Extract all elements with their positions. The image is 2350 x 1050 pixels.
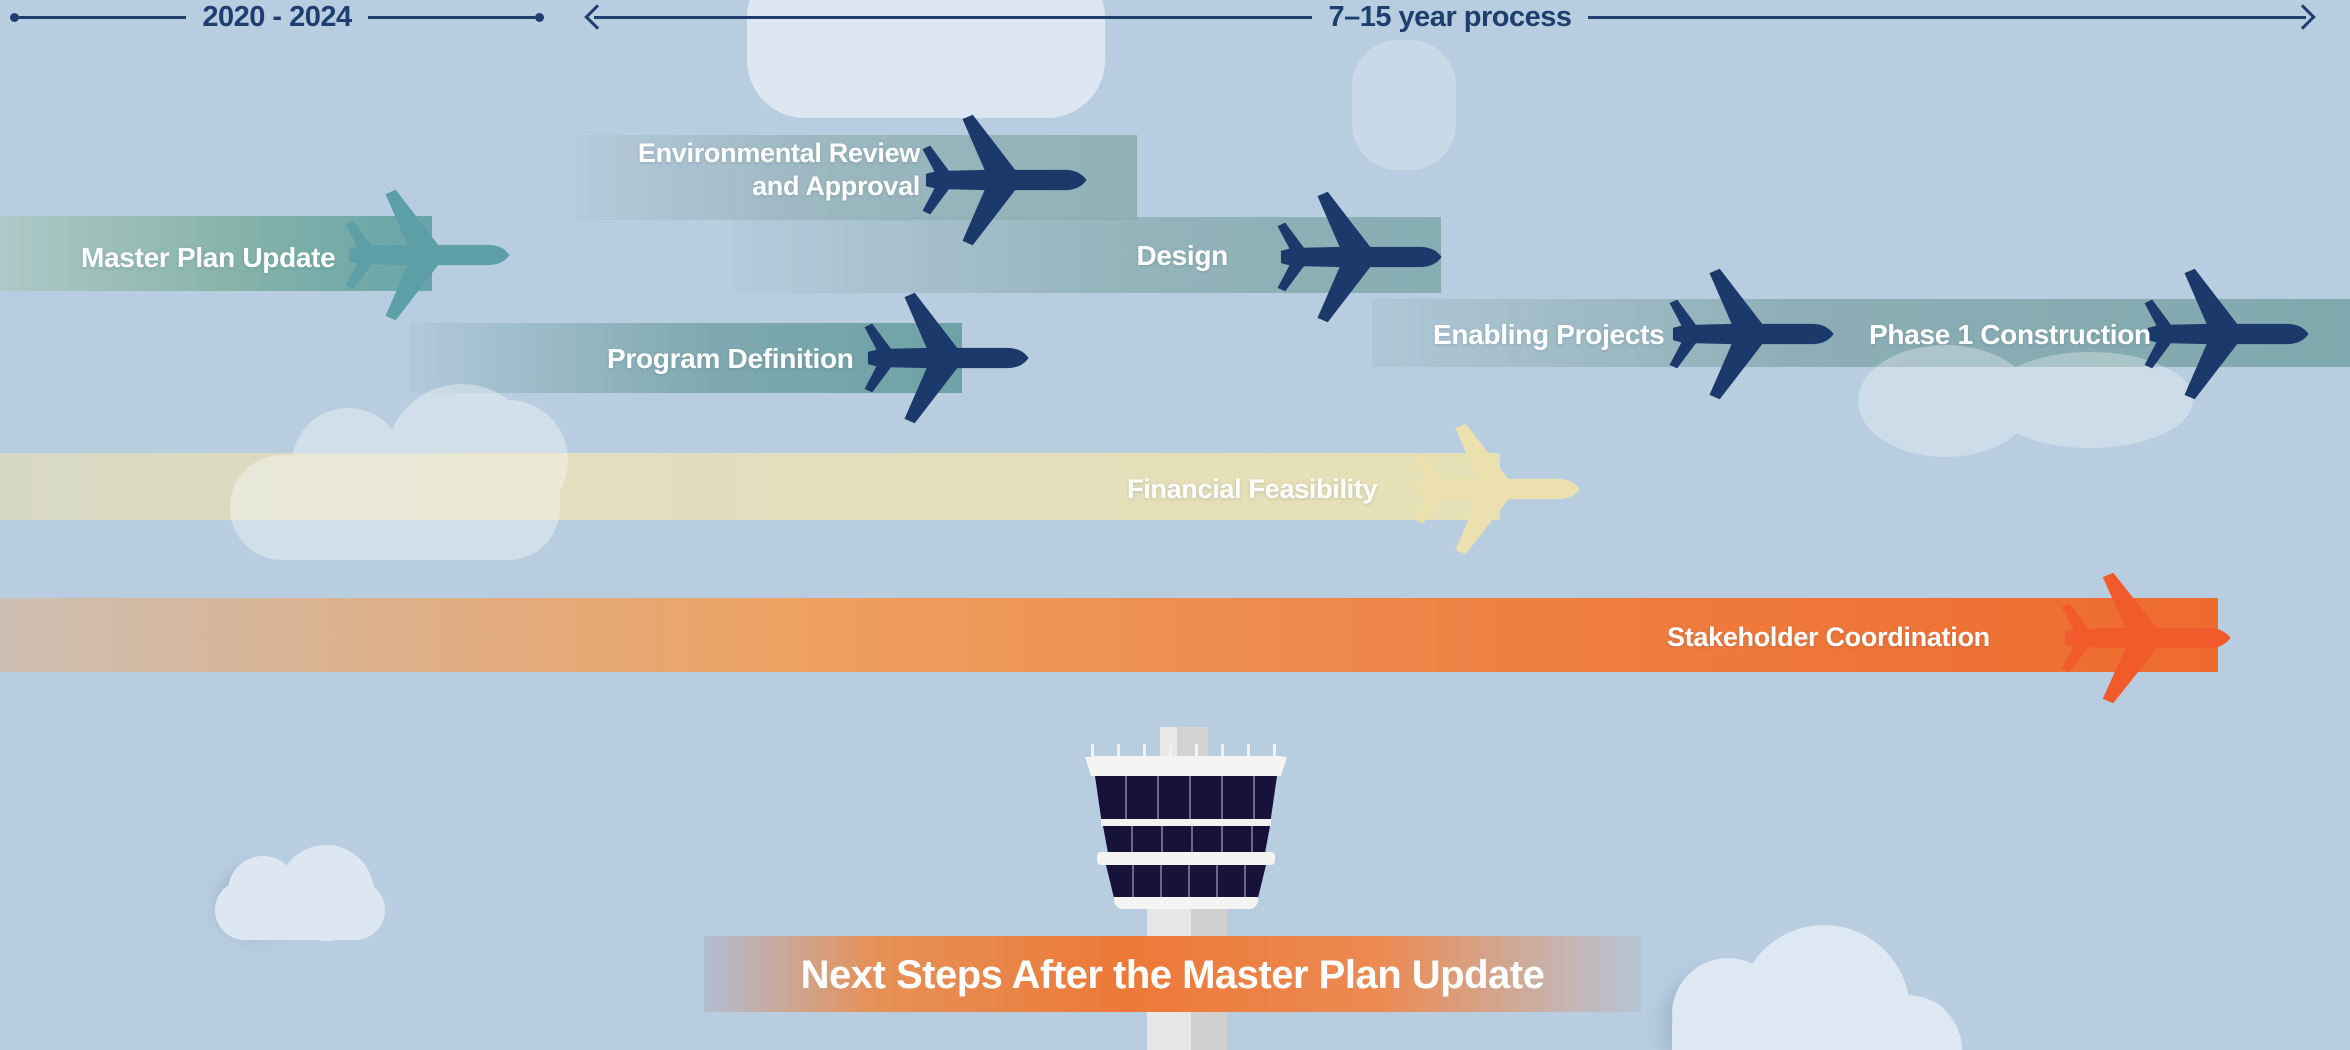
tower-window-band-3 [1106,865,1266,898]
airplane-icon-stakeholder-coordination [2061,572,2231,704]
airplane-icon-environmental-review [922,114,1087,246]
tower-window-band-1 [1095,776,1277,820]
tower-mid-slab [1097,852,1275,865]
phase-label-enabling-projects: Enabling Projects [1433,319,1665,350]
timeline-line [594,15,1313,19]
airplane-icon-program-definition [864,292,1029,424]
timeline-line [367,15,535,19]
trail-financial-feasibility [0,453,1500,520]
phase-label-program-definition: Program Definition [607,343,854,374]
airplane-icon-enabling-projects [1669,268,1834,400]
timeline-line [1587,15,2306,19]
phase-label-environmental-review-line1: Environmental Review [637,138,920,168]
cloud-top-center [747,0,1105,118]
phase-label-phase-1-construction: Phase 1 Construction [1869,319,2151,350]
timeline-7-15-year-process: 7–15 year process [584,0,2316,34]
next-steps-banner: Next Steps After the Master Plan Update [704,936,1641,1012]
timeline-left-label: 2020 - 2024 [202,0,352,33]
trail-stakeholder-coordination [0,598,2218,672]
phase-label-stakeholder-coordination: Stakeholder Coordination [1667,622,1990,652]
airplane-icon-phase-1-construction [2144,268,2309,400]
timeline-dot-icon [10,12,19,22]
tower-divider [1101,819,1271,826]
phase-label-environmental-review-line2: and Approval [752,171,920,201]
cloud-top-right-faint [1352,40,1456,170]
timeline-2020-2024: 2020 - 2024 [10,0,544,34]
airplane-icon-master-plan [345,189,510,321]
airplane-icon-financial-feasibility [1415,423,1580,555]
tower-top-slab [1085,757,1287,776]
arrow-left-icon [584,4,610,30]
airplane-icon-design [1277,191,1442,323]
phase-label-design: Design [1136,240,1228,271]
timeline-dot-icon [535,12,544,22]
phase-label-master-plan-update: Master Plan Update [81,242,336,273]
phase-label-financial-feasibility: Financial Feasibility [1127,474,1378,504]
phase-label-environmental-review: Environmental Review and Approval [638,137,920,203]
tower-window-band-2 [1103,826,1270,853]
banner-title: Next Steps After the Master Plan Update [800,953,1545,997]
timeline-right-label: 7–15 year process [1328,0,1572,33]
arrow-right-icon [2290,4,2316,30]
timeline-line [19,15,187,19]
tower-cab-bottom [1114,897,1258,909]
